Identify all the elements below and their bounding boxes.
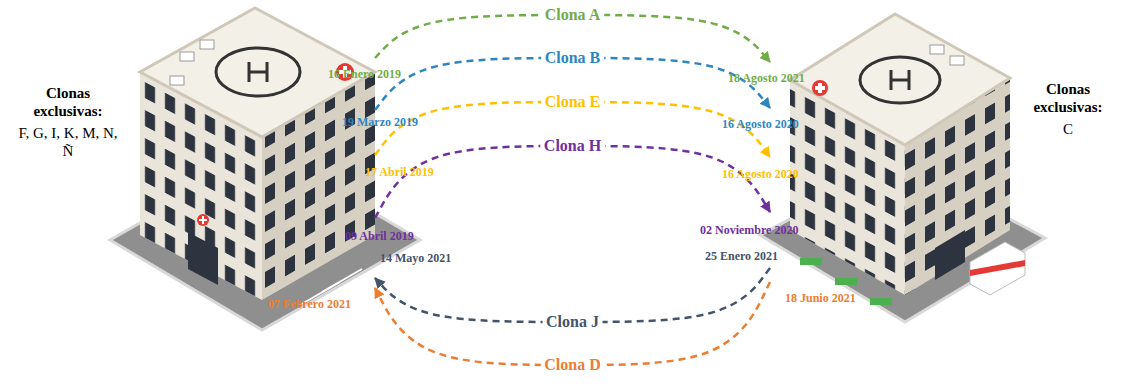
date-label: 09 Abril 2019 bbox=[345, 230, 414, 244]
date-label: 25 Enero 2021 bbox=[705, 250, 778, 264]
node-body: F, G, I, K, M, N, Ñ bbox=[12, 124, 124, 160]
date-label: 16 Enero 2019 bbox=[328, 68, 401, 82]
caption-block: Clonas exclusivas: F, G, I, K, M, N, Ñ bbox=[12, 84, 124, 160]
node-heading: Clonas exclusivas: bbox=[12, 84, 124, 120]
clone-label: Clona E bbox=[541, 93, 605, 111]
date-label: 18 Agosto 2021 bbox=[728, 72, 805, 86]
date-label: 19 Marzo 2019 bbox=[342, 116, 418, 130]
clone-label: Clona J bbox=[542, 313, 603, 331]
date-label: 07 Febrero 2021 bbox=[268, 298, 351, 312]
node-heading: Clonas exclusivas: bbox=[1015, 80, 1121, 116]
caption-block: Clonas exclusivas: C bbox=[1015, 80, 1121, 138]
transfer-arrow bbox=[375, 146, 770, 218]
clone-label: Clona A bbox=[541, 6, 605, 24]
date-label: 02 Noviembre 2020 bbox=[700, 224, 798, 238]
clone-label: Clona B bbox=[541, 49, 605, 67]
hospital-node: Clonas exclusivas:F, G, I, K, M, N, Ñ bbox=[130, 10, 375, 315]
transfer-arrow bbox=[375, 282, 770, 365]
hospital-node: Clonas exclusivas:C bbox=[770, 14, 1012, 299]
date-label: 14 Mayo 2021 bbox=[380, 252, 451, 266]
date-label: 16 Agosto 2020 bbox=[722, 168, 799, 182]
date-label: 18 Junio 2021 bbox=[785, 292, 856, 306]
clone-label: Clona H bbox=[540, 137, 605, 155]
date-label: 16 Agosto 2020 bbox=[722, 118, 799, 132]
clone-label: Clona D bbox=[540, 356, 604, 374]
date-label: 17 Abril 2019 bbox=[365, 166, 434, 180]
right-hospital bbox=[760, 14, 1045, 322]
node-body: C bbox=[1015, 120, 1121, 138]
